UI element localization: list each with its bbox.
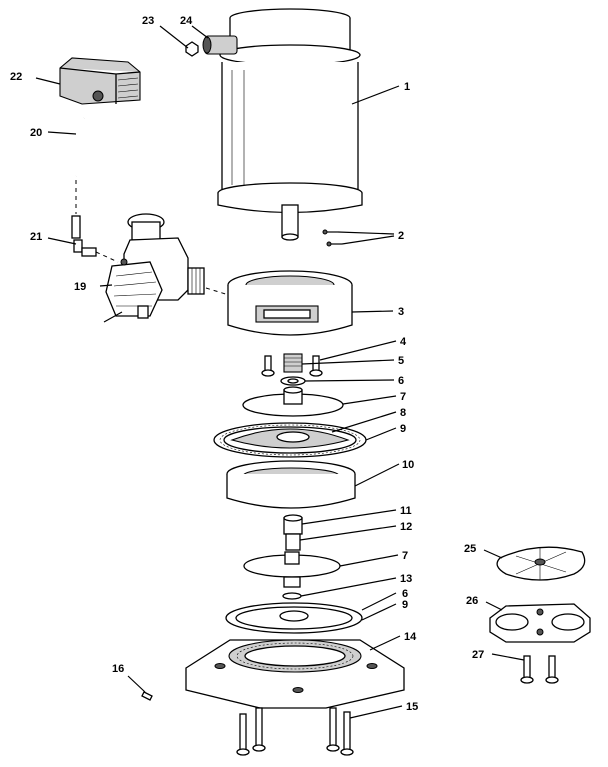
leader-2a — [337, 231, 395, 235]
callout-8-upper: 8 — [400, 407, 406, 419]
part-7-plate-lower — [243, 551, 341, 588]
leader-lines — [35, 25, 525, 719]
part-8-diaphragm-upper — [230, 428, 350, 449]
leader-14 — [369, 635, 401, 651]
leader-9b — [361, 603, 397, 621]
leader-6a — [304, 379, 395, 382]
leader-15 — [349, 705, 403, 719]
callout-20: 20 — [30, 127, 42, 139]
leader-4 — [319, 340, 397, 361]
leader-23 — [159, 25, 189, 49]
part-12-sleeve — [285, 533, 301, 551]
callout-14: 14 — [404, 631, 417, 643]
part-15-bolts — [236, 707, 354, 756]
part-7-plate-upper — [242, 386, 344, 417]
callout-9-lower: 9 — [402, 599, 408, 611]
callout-12: 12 — [400, 521, 412, 533]
part-6-washer-upper — [280, 376, 306, 386]
part-24-fitting — [202, 35, 238, 55]
leader-5 — [301, 359, 395, 365]
leader-7b — [339, 554, 399, 567]
leader-20 — [47, 131, 77, 135]
leader-9a — [365, 427, 397, 441]
leader-21 — [47, 237, 77, 245]
leader-16 — [127, 675, 146, 693]
part-3-upper-housing — [227, 270, 353, 336]
leader-22 — [35, 77, 61, 85]
leader-3 — [351, 310, 394, 313]
callout-25: 25 — [464, 543, 476, 555]
part-27-bolts — [520, 655, 559, 684]
callout-23: 23 — [142, 15, 154, 27]
leader-26 — [485, 601, 503, 611]
part-4-screws — [261, 355, 323, 377]
part-11-sleeve — [283, 514, 303, 535]
part-22-pressure-switch — [59, 57, 141, 105]
leader-27 — [491, 653, 525, 661]
callout-6-upper: 6 — [398, 375, 404, 387]
callout-27: 27 — [472, 649, 484, 661]
leader-11 — [301, 509, 397, 525]
leader-7a — [342, 395, 397, 405]
leader-25 — [483, 549, 503, 559]
callout-labels: 1 2 3 4 5 6 7 8 9 10 11 12 7 13 6 9 14 1… — [10, 15, 484, 713]
callout-1: 1 — [404, 81, 410, 93]
callout-11: 11 — [400, 505, 412, 517]
leader-19 — [99, 284, 113, 287]
callout-7-upper: 7 — [400, 391, 406, 403]
callout-7-lower: 7 — [402, 550, 408, 562]
callout-2: 2 — [398, 230, 404, 242]
leader-24 — [191, 25, 209, 39]
callout-22: 22 — [10, 71, 22, 83]
part-21-elbow — [73, 239, 119, 263]
part-9-gasket-lower — [225, 602, 363, 634]
callout-15: 15 — [406, 701, 418, 713]
leader-8a — [331, 411, 397, 433]
leader-10 — [354, 463, 400, 487]
callout-4: 4 — [400, 336, 407, 348]
part-25-gasket — [496, 546, 586, 581]
leader-2b — [341, 235, 395, 245]
callout-5: 5 — [398, 355, 404, 367]
part-14-base — [185, 639, 405, 709]
callout-6-lower: 6 — [402, 588, 408, 600]
callout-3: 3 — [398, 306, 404, 318]
part-13-nut — [282, 592, 302, 600]
leader-1 — [351, 85, 400, 105]
part-2-pins — [322, 229, 342, 247]
callout-21: 21 — [30, 231, 42, 243]
callout-19: 19 — [74, 281, 86, 293]
part-5-stem — [283, 353, 303, 373]
leader-12 — [299, 525, 397, 541]
leader-6b — [361, 592, 397, 611]
part-26-flange — [489, 603, 591, 643]
part-23-nut — [185, 41, 199, 57]
part-10-middle-housing — [226, 460, 356, 509]
callout-26: 26 — [466, 595, 478, 607]
part-19-regulator — [103, 213, 233, 323]
part-16-screw — [141, 691, 153, 701]
callout-24: 24 — [180, 15, 193, 27]
callout-9-upper: 9 — [400, 423, 406, 435]
callout-16: 16 — [112, 663, 124, 675]
part-20-tube — [71, 117, 86, 239]
leader-13 — [300, 577, 397, 597]
callout-10: 10 — [402, 459, 414, 471]
callout-13: 13 — [400, 573, 412, 585]
part-1-tank — [217, 8, 363, 241]
